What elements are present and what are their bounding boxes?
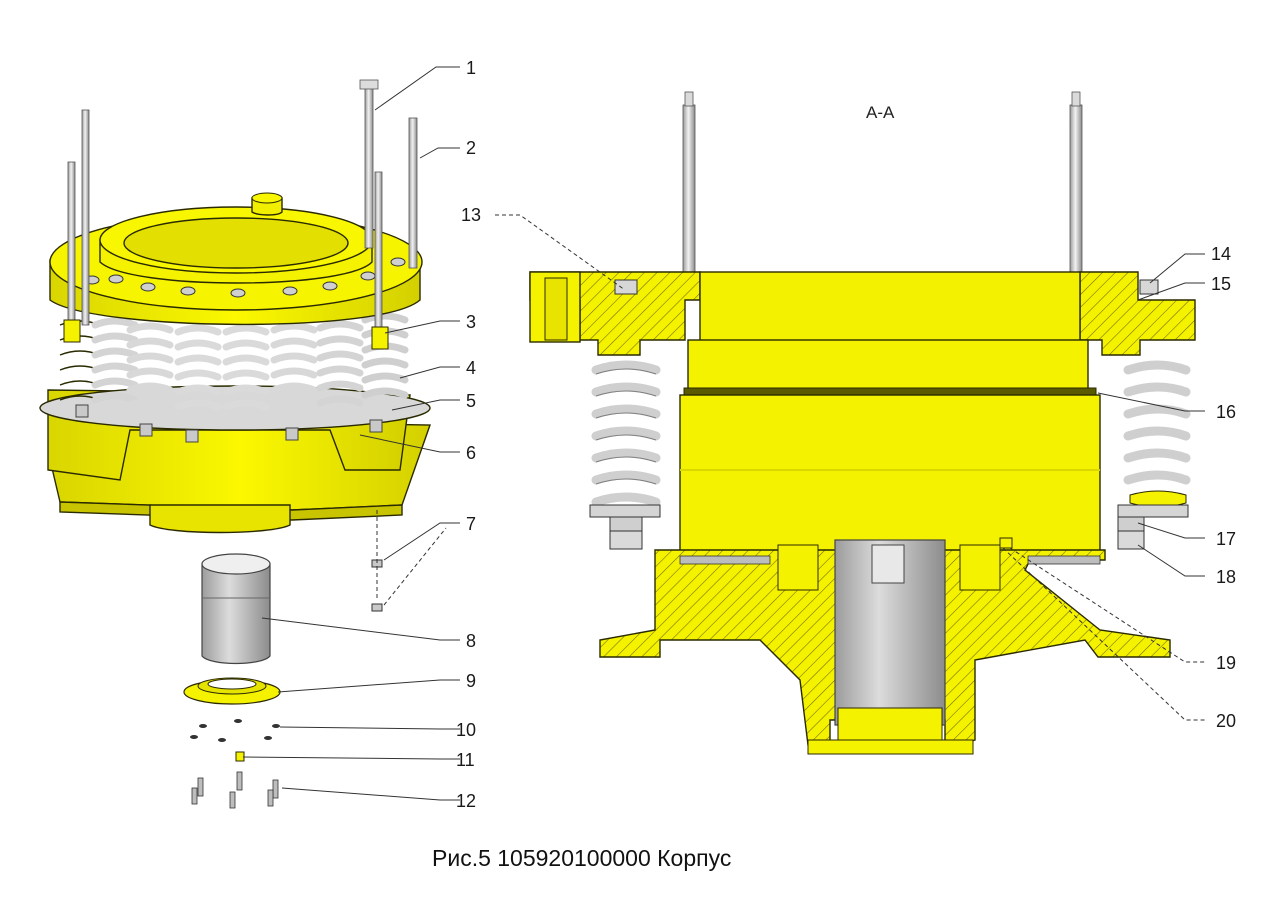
callout-2: 2	[466, 138, 476, 158]
callout-12: 12	[456, 791, 476, 811]
bolt-head	[614, 279, 638, 295]
callout-19: 19	[1216, 653, 1236, 673]
section-gasket-right	[1027, 555, 1101, 565]
spring	[174, 324, 222, 411]
stud	[1069, 104, 1083, 276]
section-spring-right	[1123, 360, 1191, 508]
section-pocket	[777, 544, 819, 591]
tie-rods	[67, 79, 418, 333]
nut	[609, 516, 643, 532]
callout-11: 11	[456, 750, 475, 770]
side-bracket-slot	[544, 277, 568, 341]
callout-6: 6	[466, 443, 476, 463]
exploded-assembly-drawing	[39, 79, 431, 809]
section-cylinder	[679, 394, 1101, 556]
screws	[191, 771, 279, 809]
washers	[190, 719, 280, 742]
section-bore-top	[699, 271, 1081, 343]
spring	[222, 324, 270, 411]
callout-16: 16	[1216, 402, 1236, 422]
spring	[126, 322, 174, 409]
tie-rod	[364, 87, 374, 249]
callout-5: 5	[466, 391, 476, 411]
callout-9: 9	[466, 671, 476, 691]
callout-14: 14	[1211, 244, 1231, 264]
collar	[371, 326, 389, 350]
section-shaft-key	[871, 544, 905, 584]
flange-bolts	[84, 257, 406, 298]
callout-13: 13	[461, 205, 481, 225]
ring-nuts	[75, 404, 383, 443]
section-seal-strip	[683, 387, 1097, 396]
sleeve	[201, 553, 271, 665]
callout-labels: 1 2 3 4 5 6 7 8 9 10 11 12 13 14 15 16 1…	[456, 58, 1236, 811]
pin	[235, 751, 245, 762]
spring-plate-right	[1117, 504, 1189, 518]
top-boss-cap	[251, 192, 283, 204]
flange-ring	[183, 677, 281, 705]
spring	[270, 322, 318, 409]
section-upper-frame-right	[1079, 271, 1196, 356]
section-shaft-bottom	[837, 707, 943, 744]
nut	[609, 530, 643, 550]
tie-rod	[408, 117, 418, 269]
upper-frame-bore	[123, 217, 349, 269]
collar	[63, 319, 81, 343]
callout-17: 17	[1216, 529, 1236, 549]
section-pin	[999, 537, 1013, 549]
callout-8: 8	[466, 631, 476, 651]
figure-caption: Рис.5 105920100000 Корпус	[432, 845, 731, 871]
callout-15: 15	[1211, 274, 1231, 294]
leader-lines	[242, 66, 1205, 801]
tie-rod	[81, 109, 90, 326]
section-spring-left	[591, 360, 661, 507]
spring	[91, 317, 139, 404]
stud	[684, 91, 694, 107]
section-inner-ring	[687, 339, 1089, 391]
spring-plate-left	[589, 504, 661, 518]
tie-rod	[374, 171, 383, 333]
section-gasket-left	[679, 555, 771, 565]
callout-1: 1	[466, 58, 476, 78]
callout-4: 4	[466, 358, 476, 378]
outlet-pipe	[149, 504, 291, 534]
section-pocket	[959, 544, 1001, 591]
tie-rod	[67, 161, 76, 323]
nut-small	[371, 603, 383, 612]
callout-20: 20	[1216, 711, 1236, 731]
cross-section-drawing	[529, 91, 1196, 755]
callout-3: 3	[466, 312, 476, 332]
nut	[1117, 530, 1145, 550]
callout-18: 18	[1216, 567, 1236, 587]
tie-rod	[359, 79, 379, 90]
stud	[682, 104, 696, 276]
stud	[1071, 91, 1081, 107]
section-base-plate	[807, 739, 974, 755]
section-label: А-А	[866, 103, 895, 122]
bolt-head	[1139, 279, 1159, 295]
callout-7: 7	[466, 514, 476, 534]
callout-10: 10	[456, 720, 476, 740]
spring	[316, 320, 364, 407]
